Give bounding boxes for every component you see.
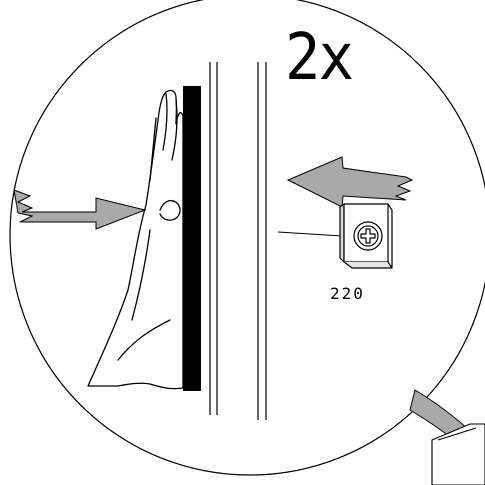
push-arrow-icon: [13, 189, 147, 230]
quantity-multiplier: 2x: [285, 21, 354, 95]
back-panel: [183, 86, 201, 391]
part-number-label: 220: [330, 284, 365, 303]
inset-block: [431, 423, 485, 485]
leader-line: [277, 231, 343, 237]
panel-edge-lines: [209, 62, 267, 420]
flat-hand-icon: [87, 89, 184, 390]
screw-bracket-icon: [339, 203, 393, 269]
pull-arrow-icon: [286, 156, 414, 208]
